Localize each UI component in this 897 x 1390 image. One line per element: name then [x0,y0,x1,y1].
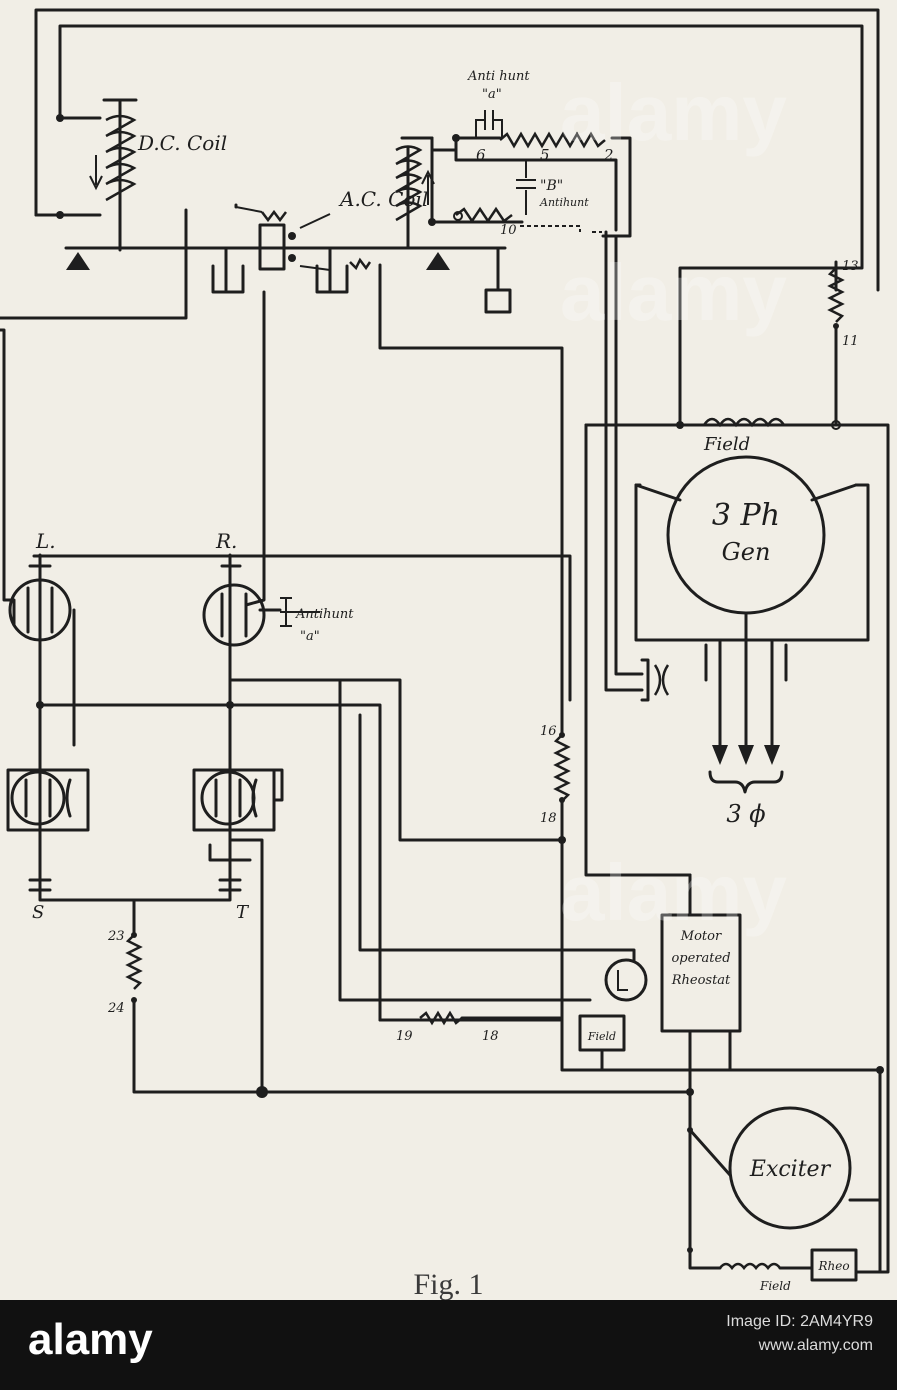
rheostat-label-1: Motor [680,929,722,944]
relay-t [192,768,284,1094]
relay-s [6,768,90,892]
generator-label-2: Gen [722,538,771,566]
watermark-middle: alamy [560,248,787,337]
wire-left-down [0,208,188,602]
dashpot-left [211,246,245,294]
resistor-23-24 [125,898,692,1094]
pilot-wire-2 [338,678,592,1002]
relay-s-label: S [32,902,44,923]
figure-caption: Fig. 1 [413,1268,484,1300]
exciter [687,1106,882,1282]
footer-logo-text: alamy [28,1315,153,1364]
node-18: 18 [540,811,557,826]
dashpot-right [315,246,349,294]
generator-frame [584,417,890,1274]
circuit-diagram: D.C. Coil A.C. Coil Anti hunt "a" "B" An… [0,8,890,1293]
node-2: 2 [603,146,614,164]
relay-bus-1 [38,703,562,1022]
antihunt-b-sub: Antihunt [539,196,589,209]
pilot-wire-1 [358,713,636,962]
relay-top-bus [38,554,572,702]
antihunt-a-side-sub: "a" [300,629,320,644]
relay-r-label: R. [215,529,237,553]
watermark-top: alamy [560,68,787,157]
node-5: 5 [540,146,550,164]
exciter-label: Exciter [749,1157,832,1182]
field-label: Field [703,434,750,455]
scanned-diagram: D.C. Coil A.C. Coil Anti hunt "a" "B" An… [0,0,897,1300]
st-link [38,888,232,902]
exciter-field-label: Field [759,1279,791,1293]
rheostat-label-3: Rheostat [671,973,731,988]
pivot-right [426,252,450,270]
watermark-lower: alamy [560,848,787,937]
node-6: 6 [476,146,486,164]
resistor-16-18 [553,732,882,1072]
image-id: Image ID: 2AM4YR9 [726,1313,873,1330]
node-18b: 18 [482,1029,499,1044]
relay-bus-2 [228,678,564,842]
counterweight [484,246,512,314]
alamy-logo: alamy [28,1316,328,1364]
pivot-left [66,252,90,270]
site-url: www.alamy.com [758,1337,873,1354]
field-coil [702,417,786,428]
node-11: 11 [842,334,859,349]
wire-right-down [378,263,564,737]
resistor-13-11 [827,260,845,427]
relay-t-label: T [236,902,250,923]
antihunt-a-side-label: Antihunt [295,607,354,622]
node-16: 16 [540,724,557,739]
antihunt-network [428,110,632,238]
resistor-19-18 [378,1010,562,1026]
rheo-label: Rheo [817,1259,849,1273]
pilot-motor [604,958,648,1002]
node-19: 19 [396,1029,413,1044]
node-23: 23 [107,929,125,944]
relay-l-label: L. [35,529,56,553]
node-24: 24 [107,1001,125,1016]
antihunt-b-label: "B" [540,178,563,194]
antihunt-a-top-sub: "a" [482,87,502,102]
ac-coil-label: A.C. Coil [338,187,428,211]
motor-rheostat-box [660,913,742,1033]
antihunt-a-top-label: Anti hunt [467,69,530,84]
generator-circle [666,455,826,615]
three-phase-arrows [708,638,784,794]
relay-r [202,553,320,822]
ct-wire-2 [614,234,644,676]
three-phase-label: 3 ϕ [726,800,765,828]
dc-coil-label: D.C. Coil [137,131,227,155]
ac-coil [395,136,524,250]
generator-label-1: 3 Ph [712,498,780,533]
ct-wire-1 [604,230,644,692]
top-inner-wire [58,24,864,427]
main-contacts [234,203,372,271]
current-transformer [640,658,670,702]
dc-coil [34,98,138,252]
node-10: 10 [500,223,517,238]
rheostat-label-2: operated [671,951,730,966]
footer-bar: alamy Image ID: 2AM4YR9 www.alamy.com [0,1300,897,1390]
footer-info: Image ID: 2AM4YR9 www.alamy.com [573,1310,873,1358]
small-field-label: Field [587,1030,616,1043]
node-13: 13 [842,259,859,274]
wire-center-down [244,290,266,607]
top-outer-wire [34,8,880,292]
